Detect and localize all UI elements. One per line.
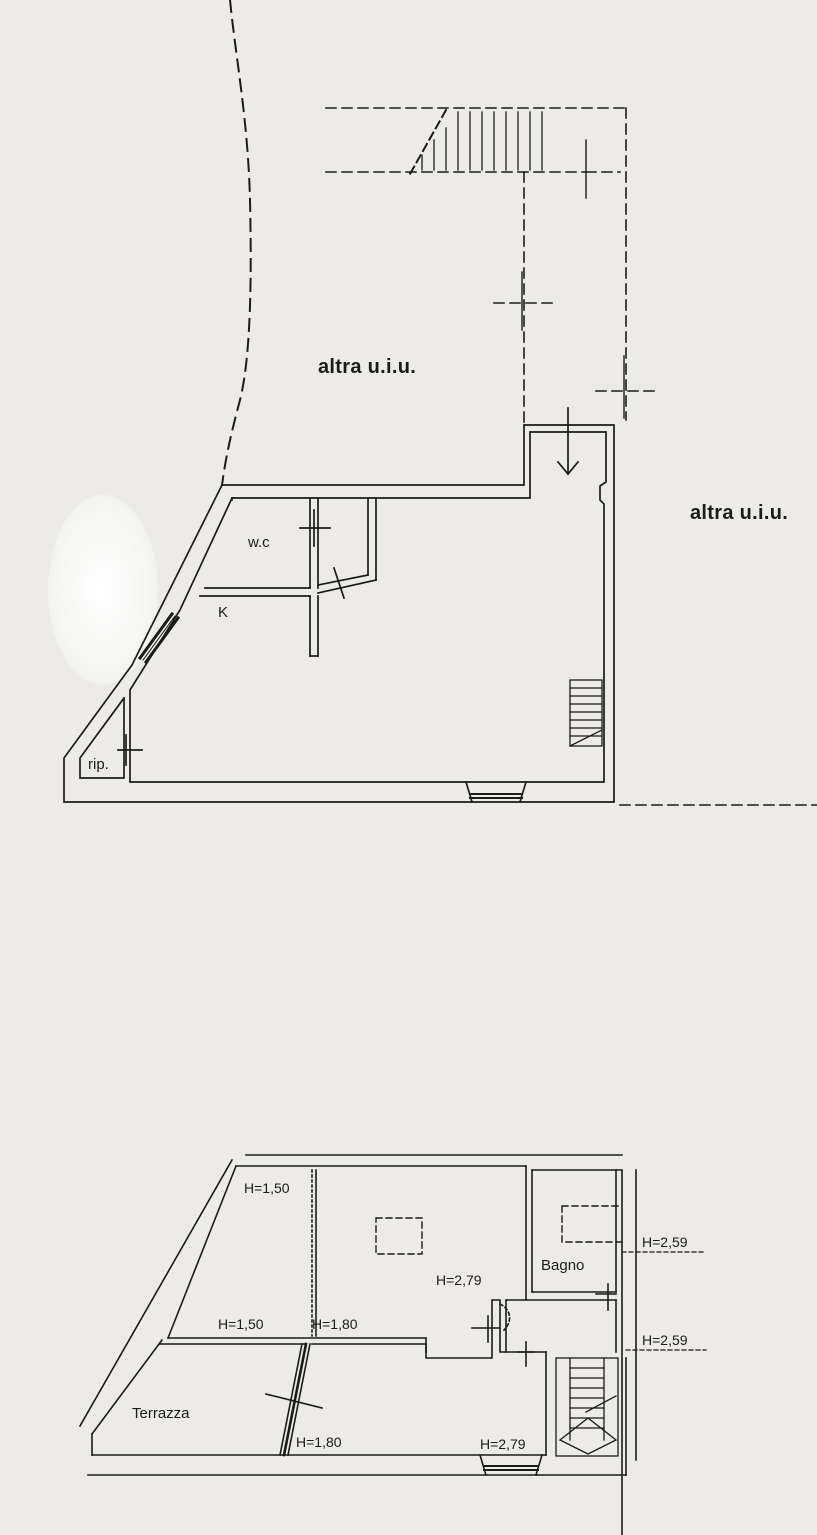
skylights: [375, 1205, 623, 1255]
neighbor-stair: [408, 108, 543, 176]
label-bathroom: Bagno: [541, 1257, 585, 1274]
label-height-259-mid: H=2,59: [642, 1332, 688, 1348]
dashed-ticks: [521, 139, 625, 419]
ground-floor-walls: [63, 407, 615, 804]
ground-floor-stair: [569, 679, 603, 747]
upper-floor-stair: [555, 1357, 619, 1457]
label-height-150-mid: H=1,50: [218, 1316, 264, 1332]
label-other-unit-right: altra u.i.u.: [690, 502, 789, 524]
label-kitchen: K: [218, 604, 229, 621]
label-height-150-top: H=1,50: [244, 1180, 290, 1196]
label-height-279-bottom: H=2,79: [480, 1436, 526, 1452]
dashed-boundary-curve: [220, 0, 252, 487]
label-wc: w.c: [248, 534, 270, 551]
upper-floor-walls: [78, 1154, 637, 1535]
label-other-unit-top: altra u.i.u.: [318, 356, 417, 378]
label-height-279-mid: H=2,79: [436, 1272, 482, 1288]
label-terrace: Terrazza: [132, 1405, 190, 1422]
photo-glare: [48, 495, 158, 685]
dashed-neighbor-outline: [325, 107, 817, 806]
height-leader-lines: [621, 1251, 707, 1351]
label-height-259-top: H=2,59: [642, 1234, 688, 1250]
label-height-180-mid: H=1,80: [312, 1316, 358, 1332]
label-height-180-bottom: H=1,80: [296, 1434, 342, 1450]
label-storage: rip.: [88, 756, 109, 773]
